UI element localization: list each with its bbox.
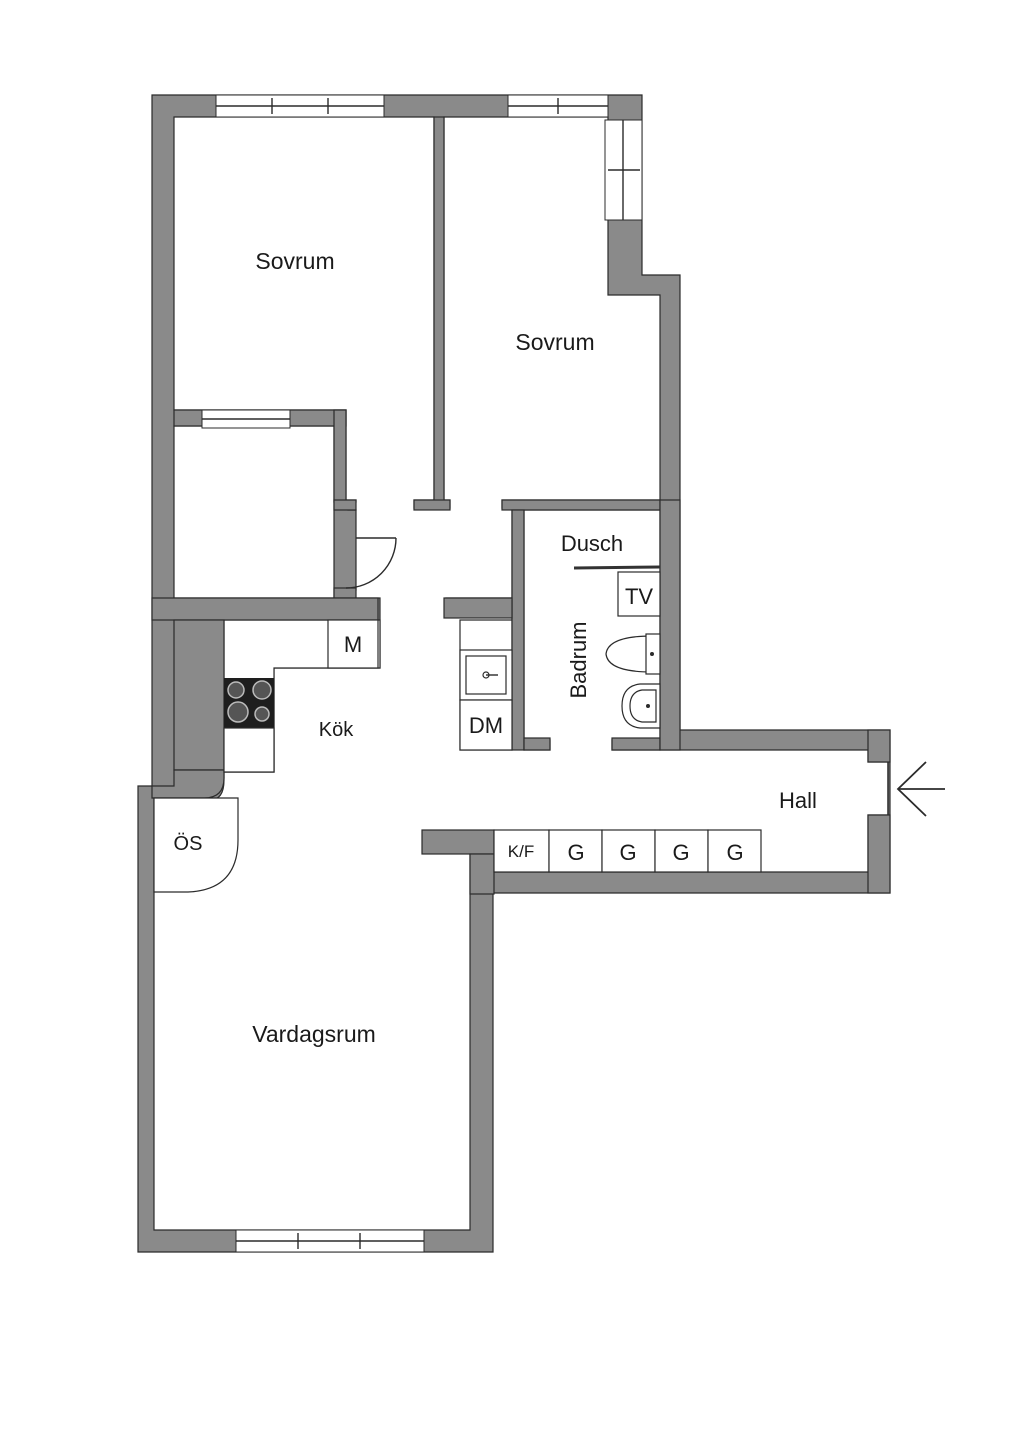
g-cabinet-1: [548, 829, 603, 873]
door-swing: [345, 537, 397, 589]
label-badrum: Badrum: [566, 621, 591, 698]
label-dm: DM: [469, 713, 503, 738]
label-kf: K/F: [508, 842, 534, 861]
window-top-right: [507, 94, 609, 118]
label-kok: Kök: [319, 719, 354, 741]
tv-cabinet: [617, 571, 661, 617]
g-cabinet-4: [707, 829, 762, 873]
labels: Sovrum Sovrum Dusch Badrum Kök Hall Vard…: [174, 248, 817, 1047]
label-dusch: Dusch: [561, 531, 623, 556]
window-bottom: [235, 1229, 425, 1253]
room-small: [173, 425, 335, 599]
label-tv: TV: [625, 584, 653, 609]
label-os: ÖS: [174, 833, 203, 855]
kitchen-counter-lower: [223, 727, 275, 773]
window-right-side: [604, 119, 643, 221]
arrow-left-icon: [896, 761, 945, 817]
hall-cabinets: [493, 829, 762, 873]
label-g-1: G: [567, 840, 584, 865]
window-small-room: [201, 409, 291, 429]
label-g-4: G: [726, 840, 743, 865]
m-cabinet: [327, 619, 379, 669]
stove-icon: [224, 678, 274, 728]
dm-cabinet: [459, 699, 513, 751]
toilet-icon: [605, 633, 661, 675]
washbasin-icon: [621, 683, 661, 729]
g-cabinet-3: [654, 829, 709, 873]
interior-walls: [151, 116, 891, 895]
label-g-2: G: [619, 840, 636, 865]
label-g-3: G: [672, 840, 689, 865]
sink-icon: [459, 649, 513, 701]
label-hall: Hall: [779, 788, 817, 813]
label-m: M: [344, 632, 362, 657]
windows: [201, 94, 643, 1253]
window-top-left: [215, 94, 385, 118]
shower-rail: [573, 565, 661, 570]
g-cabinet-2: [601, 829, 656, 873]
label-sovrum-2: Sovrum: [515, 329, 594, 355]
os-cabinet: [153, 797, 239, 893]
label-vardagsrum: Vardagsrum: [252, 1021, 376, 1047]
label-sovrum-1: Sovrum: [255, 248, 334, 274]
